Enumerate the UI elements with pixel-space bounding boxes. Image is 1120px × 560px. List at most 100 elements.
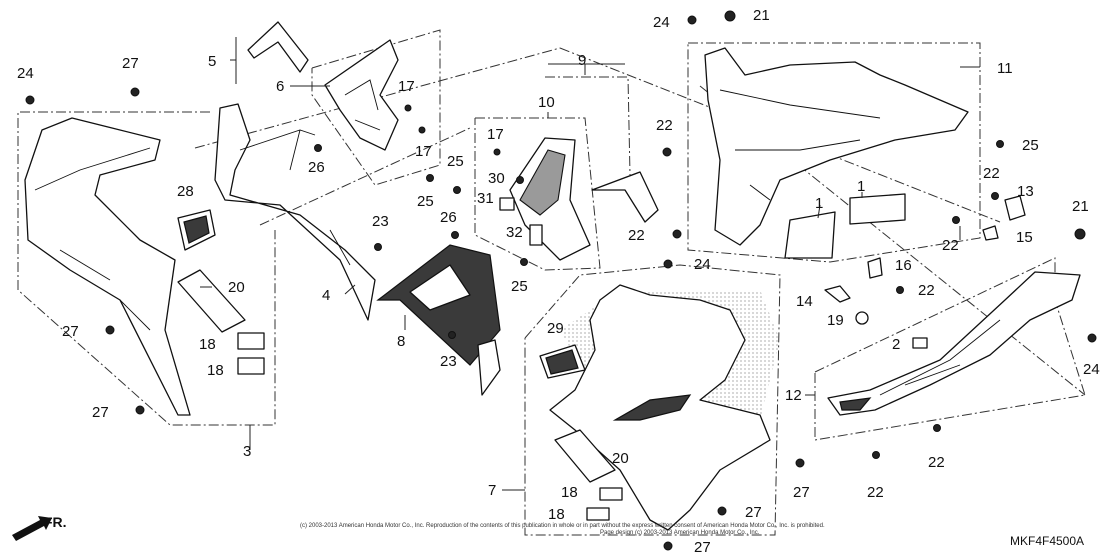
part-7-vent-grille <box>612 394 692 421</box>
fastener-27-d <box>795 458 805 468</box>
callout-label: 20 <box>228 279 245 296</box>
fastener-22-c <box>672 229 682 239</box>
fastener-27-b <box>105 325 115 335</box>
part-5-sticker <box>247 21 309 73</box>
fasteners <box>25 10 1097 551</box>
callout-label: 22 <box>628 227 645 244</box>
callout-label: 22 <box>942 237 959 254</box>
part-18-pad-b <box>237 357 265 375</box>
callout-label: 2 <box>892 336 900 353</box>
callout-label: 24 <box>694 256 711 273</box>
part-32-clip <box>529 224 543 246</box>
part-18-pad-a <box>237 332 265 350</box>
callout-label: 5 <box>208 53 216 70</box>
callout-label: 11 <box>997 60 1013 77</box>
part-29-vent-inner <box>545 349 579 375</box>
fastener-21-b <box>1074 228 1086 240</box>
callout-label: 23 <box>372 213 389 230</box>
part-20-strip-lower <box>554 429 616 483</box>
callout-label: 1 <box>815 195 823 212</box>
leader <box>344 284 356 295</box>
callout-label: 20 <box>612 450 629 467</box>
callout-label: 22 <box>918 282 935 299</box>
callout-label: 6 <box>276 78 284 95</box>
callout-label: 13 <box>1017 183 1034 200</box>
callout-label: 22 <box>656 117 673 134</box>
fastener-25-d <box>996 140 1004 148</box>
part-14-stay <box>824 285 851 303</box>
fastener-22-b <box>991 192 999 200</box>
callout-label: 17 <box>487 126 504 143</box>
callout-label: 22 <box>867 484 884 501</box>
part-1-label-b <box>849 193 906 225</box>
part-20-strip-left <box>177 269 246 333</box>
fastener-17-a <box>404 104 412 112</box>
fastener-26-a <box>314 144 322 152</box>
callout-label: 14 <box>796 293 813 310</box>
frame-group-7 <box>524 264 781 536</box>
part-6-detail <box>344 79 381 131</box>
callout-label: 28 <box>177 183 194 200</box>
fastener-22-f <box>933 424 941 432</box>
frame-group-3 <box>17 111 276 426</box>
part-4-cowl-side <box>214 103 376 321</box>
frame-group-6 <box>311 29 441 186</box>
part-4-detail <box>239 129 351 266</box>
part-11-under-cover <box>704 47 969 246</box>
callout-label: 9 <box>578 52 586 69</box>
part-12-trim <box>839 397 872 411</box>
fastener-27-e <box>717 506 727 516</box>
callout-label: 15 <box>1016 229 1033 246</box>
callout-label: 27 <box>62 323 79 340</box>
fastener-22-g <box>872 451 880 459</box>
part-2-tab <box>912 337 928 349</box>
fastener-23-b <box>448 331 456 339</box>
callout-label: 31 <box>477 190 494 207</box>
callout-label: 32 <box>506 224 523 241</box>
callout-label: 27 <box>122 55 139 72</box>
copyright-line-2: Page design (c) 2003-2013 American Honda… <box>600 530 760 536</box>
callout-label: 18 <box>548 506 565 523</box>
callout-label: 25 <box>447 153 464 170</box>
fastener-24-c <box>663 259 673 269</box>
callout-label: 18 <box>561 484 578 501</box>
callout-label: 7 <box>488 482 496 499</box>
fastener-23-a <box>374 243 382 251</box>
part-3-left-fairing <box>24 117 191 416</box>
part-15-bolt <box>982 225 999 241</box>
callout-label: 27 <box>793 484 810 501</box>
part-3-detail <box>34 147 151 331</box>
callout-label: 27 <box>745 504 762 521</box>
callout-label: 30 <box>488 170 505 187</box>
fastener-22-a <box>662 147 672 157</box>
fastener-21-a <box>724 10 736 22</box>
callout-label: 24 <box>653 14 670 31</box>
frame-group-12 <box>814 257 1086 441</box>
fastener-25-a <box>426 174 434 182</box>
frame-link-lower <box>259 127 471 226</box>
callout-label: 25 <box>417 193 434 210</box>
leader-lines <box>200 37 980 491</box>
fastener-22-d <box>952 216 960 224</box>
part-19-grommet <box>855 311 869 325</box>
fastener-27-a <box>130 87 140 97</box>
front-arrow-icon <box>12 516 52 541</box>
callout-label: 22 <box>928 454 945 471</box>
callout-label: 10 <box>538 94 555 111</box>
front-direction-indicator: FR. <box>12 514 67 541</box>
fastener-24-d <box>1087 333 1097 343</box>
callout-label: 3 <box>243 443 251 460</box>
callout-label: 22 <box>983 165 1000 182</box>
front-label: FR. <box>44 514 67 530</box>
callout-label: 23 <box>440 353 457 370</box>
callout-label: 19 <box>827 312 844 329</box>
callout-label: 27 <box>92 404 109 421</box>
part-31-clip <box>499 197 515 211</box>
diagram-code: MKF4F4500A <box>1010 534 1084 548</box>
callout-label: 29 <box>547 320 564 337</box>
part-11-detail <box>719 89 881 201</box>
part-8-inner-panel-face <box>409 264 471 311</box>
callout-label: 1 <box>857 178 865 195</box>
part-12-belly-pan <box>827 271 1081 416</box>
fastener-24-a <box>25 95 35 105</box>
